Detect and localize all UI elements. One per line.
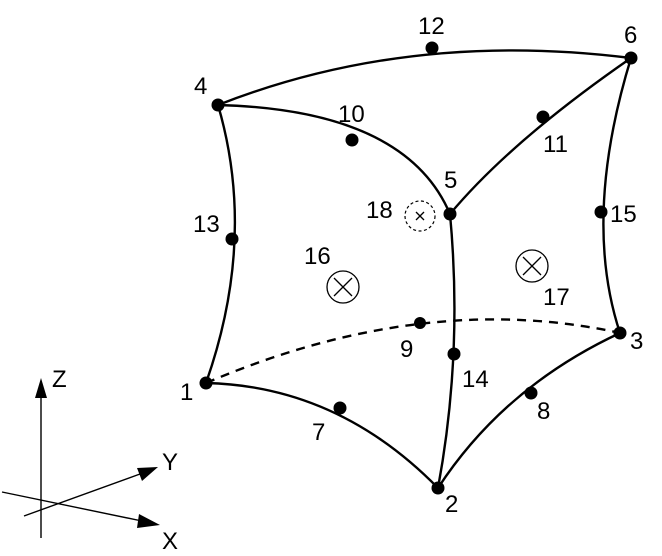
hidden-edge-1-9-3: [205, 318, 621, 385]
node-label-1: 1: [180, 379, 193, 406]
node-12-dot: [425, 41, 439, 55]
node-label-7: 7: [312, 419, 325, 446]
edge-4-12-6: [216, 49, 633, 107]
x-axis-label: X: [162, 528, 178, 555]
node-13-dot: [225, 232, 239, 246]
z-axis-arrowhead: [35, 378, 47, 398]
node-6-dot: [624, 51, 638, 65]
y-axis-arrowhead: [137, 467, 158, 481]
z-axis-label: Z: [52, 366, 67, 393]
node-4-dot: [211, 98, 225, 112]
edge-3-15-6: [602, 56, 633, 335]
node-3-dot: [613, 326, 627, 340]
node-label-4: 4: [194, 73, 207, 100]
node-5-dot: [443, 207, 457, 221]
node-label-12: 12: [418, 13, 445, 40]
node-label-8: 8: [537, 398, 550, 425]
edge-5-11-6: [448, 56, 633, 216]
node-label-5: 5: [444, 167, 457, 194]
node-label-2: 2: [445, 491, 458, 518]
node-label-3: 3: [630, 328, 643, 355]
node-label-10: 10: [338, 101, 365, 128]
node-2-dot: [431, 481, 445, 495]
node-label-13: 13: [193, 211, 220, 238]
edge-4-10-5: [216, 103, 452, 216]
node-label-9: 9: [400, 336, 413, 363]
node-9-dot: [414, 317, 426, 329]
edge-1-7-2: [204, 381, 440, 490]
x-axis-arrowhead: [137, 514, 160, 528]
node-14-dot: [447, 347, 461, 361]
y-axis-line: [23, 473, 141, 517]
node-1-dot: [199, 376, 213, 390]
face-node-17-marker: [515, 249, 549, 283]
node-10-dot: [345, 133, 359, 147]
node-15-dot: [594, 205, 608, 219]
coordinate-axes: Z Y X: [1, 366, 178, 555]
node-8-dot: [524, 386, 538, 400]
node-label-6: 6: [624, 22, 637, 49]
node-7-dot: [333, 401, 347, 415]
node-label-11: 11: [543, 131, 568, 158]
edge-2-8-3: [436, 331, 622, 490]
x-axis-line: [1, 491, 143, 522]
node-label-15: 15: [610, 201, 637, 228]
face-node-18-marker: [404, 200, 436, 232]
node-label-18: 18: [366, 197, 393, 224]
node-label-17: 17: [543, 284, 570, 311]
node-label-16: 16: [304, 243, 331, 270]
face-node-16-marker: [326, 270, 360, 304]
node-11-dot: [536, 110, 550, 124]
y-axis-label: Y: [162, 449, 178, 476]
node-label-14: 14: [462, 366, 489, 393]
